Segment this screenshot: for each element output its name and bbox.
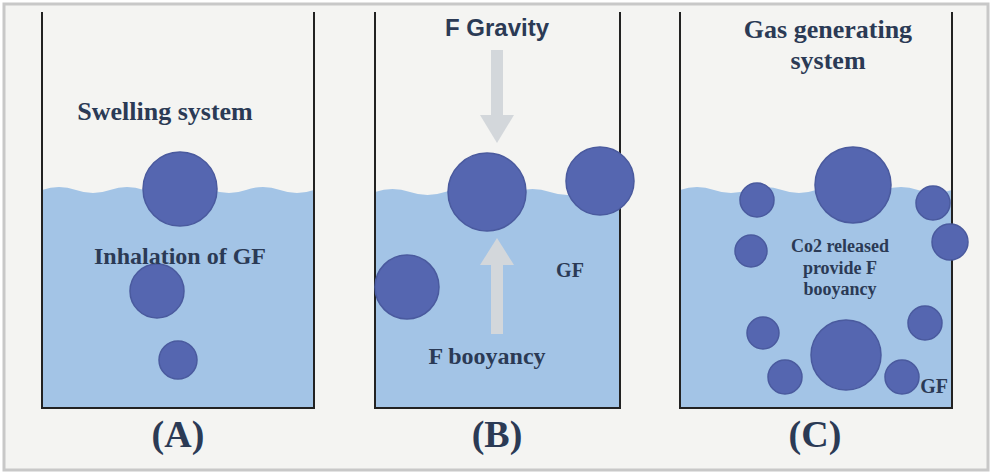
- panel-letter: (B): [472, 412, 523, 458]
- system-title: Gas generating system: [708, 14, 948, 76]
- force-arrow: [491, 50, 503, 116]
- system-title: F booyancy: [428, 342, 545, 371]
- panel-letter: (C): [789, 412, 842, 458]
- force-arrow: [480, 115, 514, 143]
- force-arrow: [491, 264, 503, 334]
- beaker-label: Inhalation of GF: [94, 242, 266, 271]
- beaker: Swelling systemInhalation of GF: [42, 12, 314, 408]
- beaker-wall: [42, 12, 314, 408]
- beaker: Gas generating systemCo2 released provid…: [680, 12, 952, 408]
- tablet: [130, 147, 968, 394]
- beaker-wall: [680, 12, 952, 408]
- panel-letter: (A): [152, 412, 205, 458]
- beaker-label: GF: [556, 258, 584, 282]
- fluid: [680, 187, 952, 408]
- system-title: Swelling system: [77, 96, 253, 127]
- beaker-label: GF: [920, 374, 948, 398]
- force-label: F Gravity: [445, 14, 549, 43]
- force-arrow: [480, 238, 514, 265]
- beaker: F booyancy GF: [375, 12, 620, 408]
- beaker-label: Co2 released provide F booyancy: [775, 236, 905, 301]
- frame: [4, 4, 988, 470]
